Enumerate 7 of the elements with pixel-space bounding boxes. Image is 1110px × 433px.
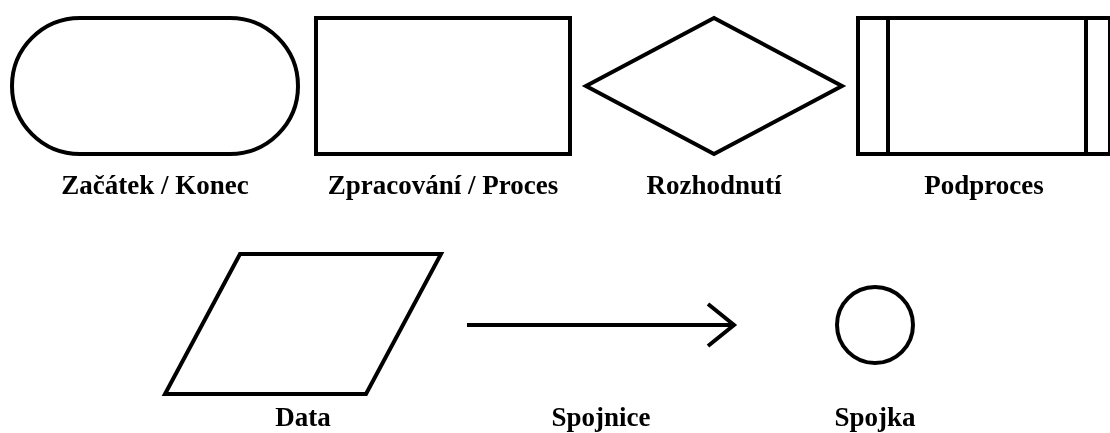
shape-caption: Zpracování / Proces	[327, 172, 559, 199]
shape-caption: Podproces	[924, 172, 1044, 199]
shape-caption: Rozhodnutí	[646, 172, 782, 199]
symbol-caption: Spojnice	[551, 404, 651, 431]
shape-caption: Začátek / Konec	[61, 172, 249, 199]
shape-caption: Spojka	[834, 404, 916, 431]
shape-caption: Data	[275, 404, 331, 431]
